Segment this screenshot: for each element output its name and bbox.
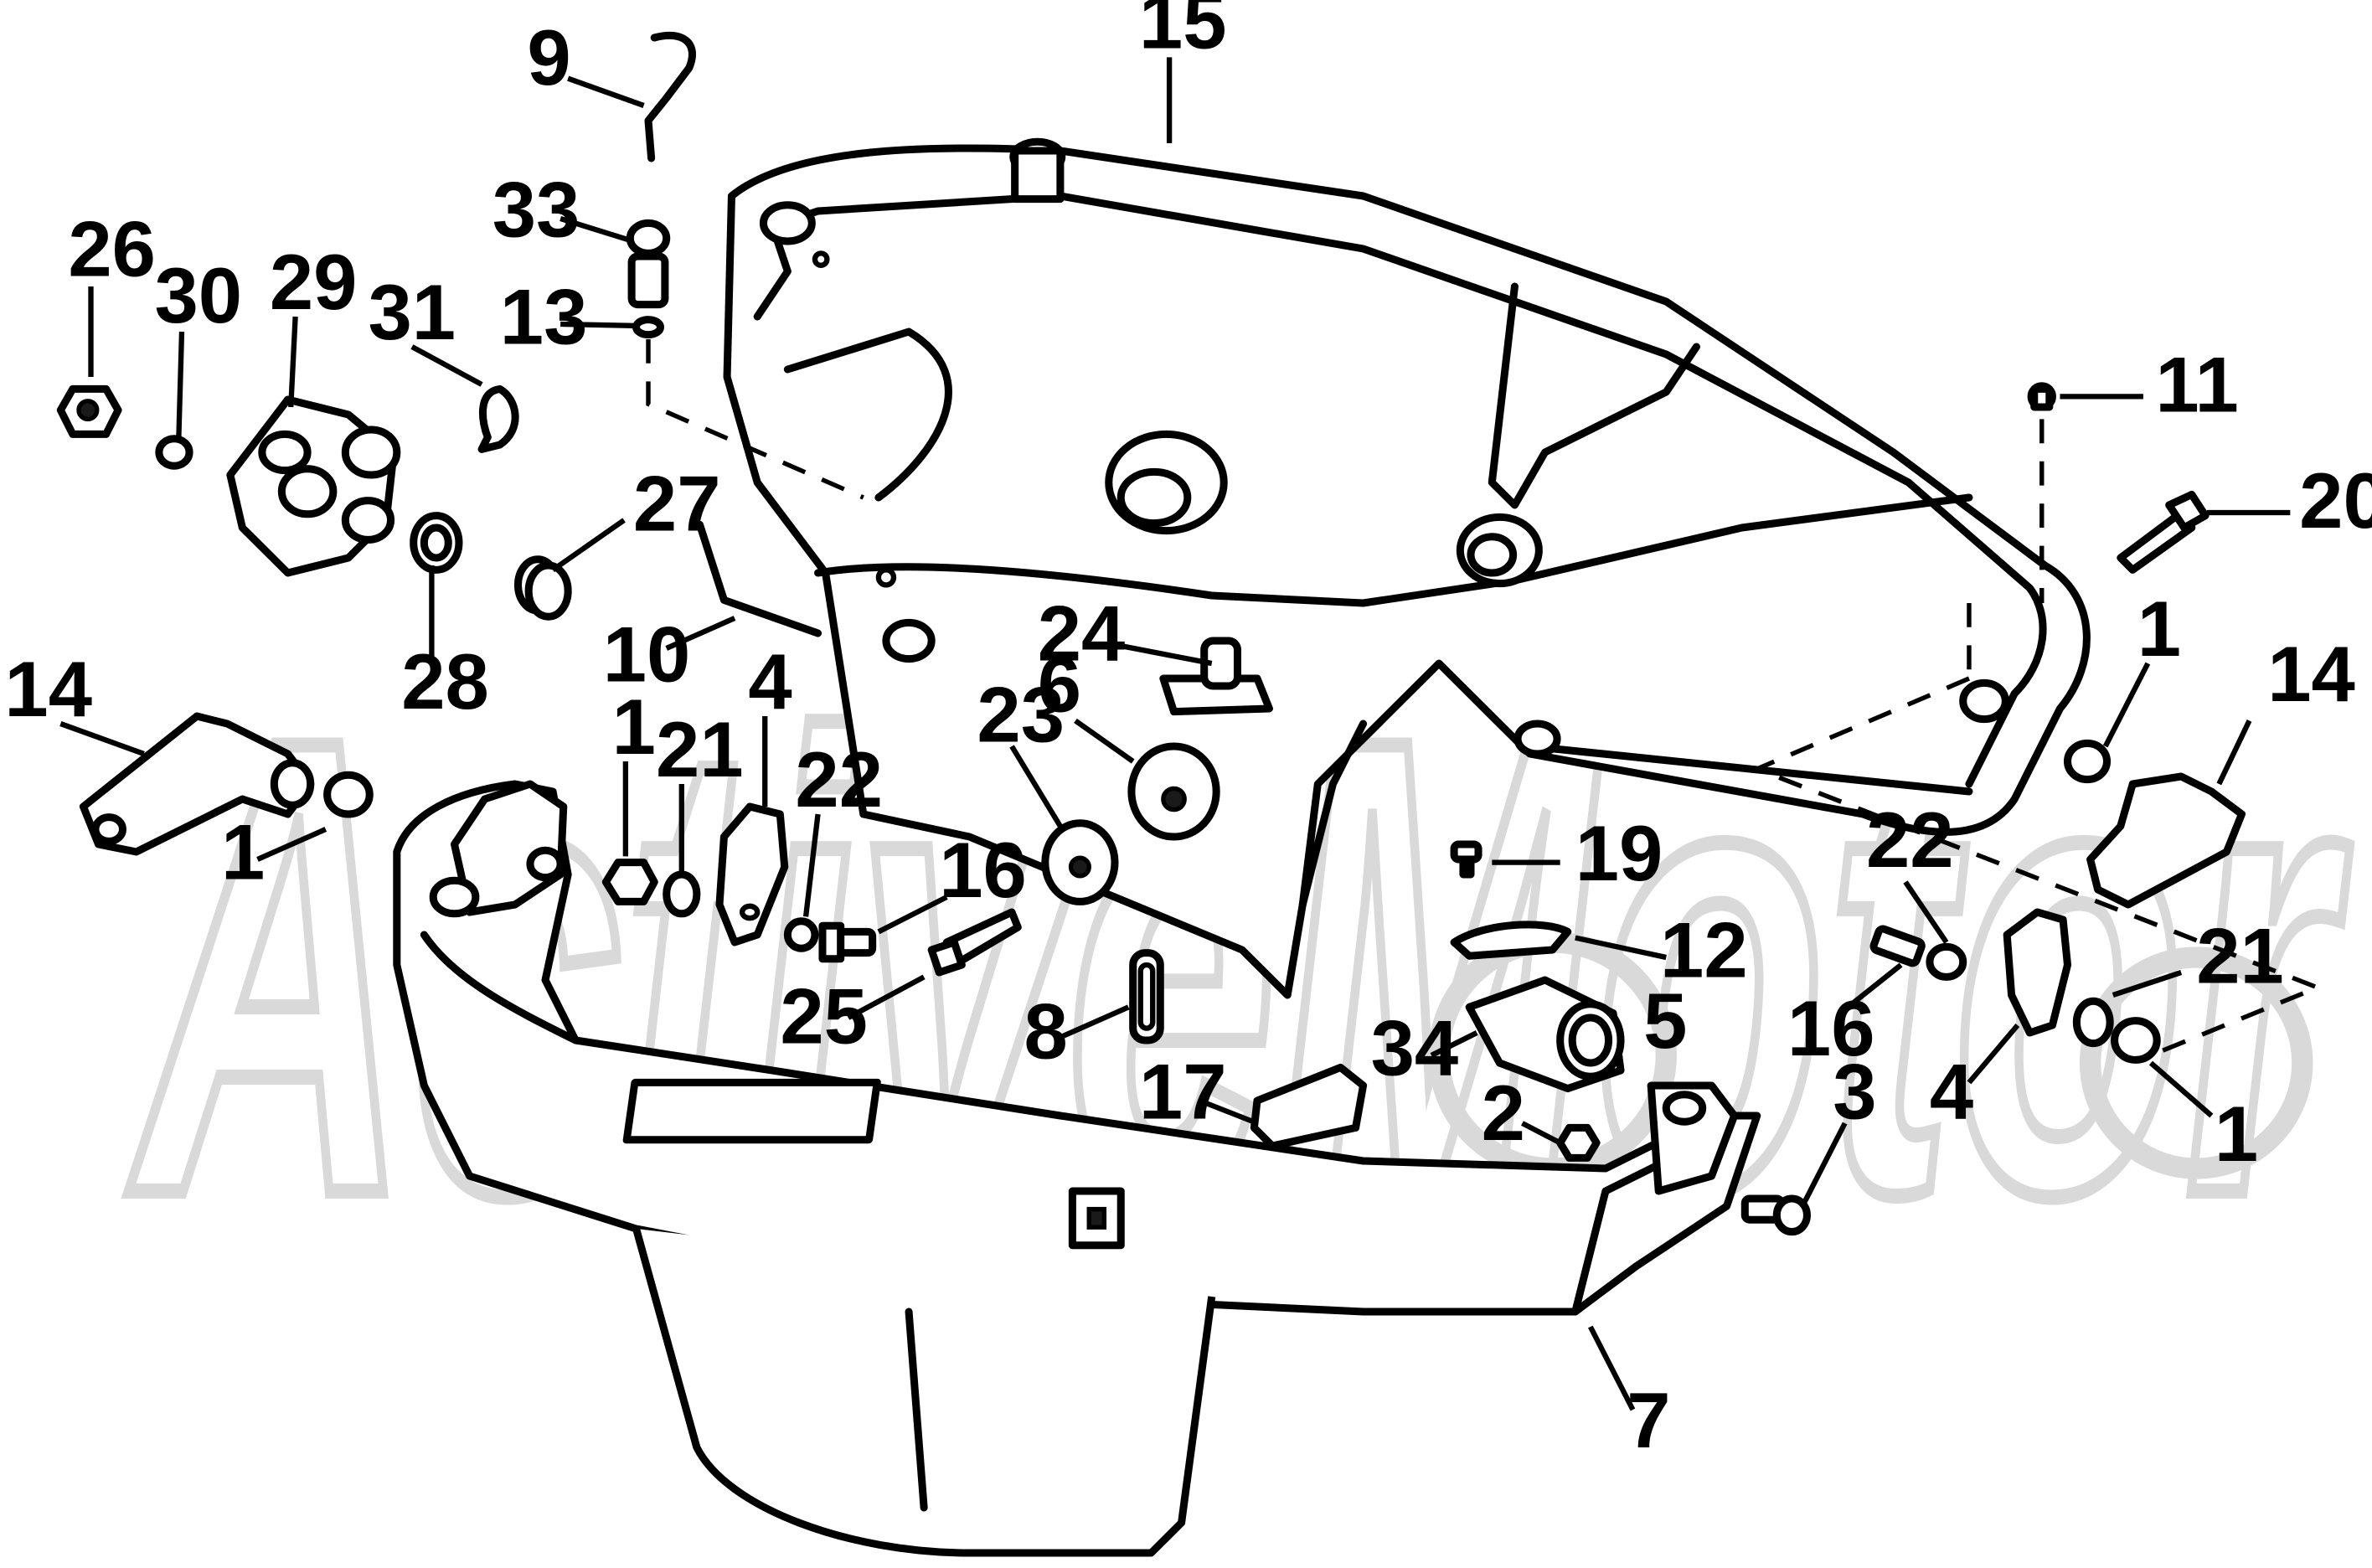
nut-2 (1556, 1123, 1601, 1162)
callout-6: 6 (1038, 641, 1081, 729)
callout-25: 25 (780, 972, 868, 1060)
callout-15: 15 (1139, 0, 1227, 65)
hose-9 (644, 31, 696, 162)
callout-5: 5 (1643, 977, 1687, 1065)
stud-25 (927, 908, 1022, 977)
callout-22-right: 22 (1866, 796, 1954, 884)
callout-26: 26 (68, 205, 156, 293)
callout-29: 29 (270, 238, 358, 326)
callout-1-left: 1 (221, 808, 265, 896)
callout-1-mid: 1 (612, 683, 656, 771)
bushing-1-upper-right (2063, 739, 2112, 784)
callout-22-left: 22 (795, 735, 883, 823)
leader-lines (59, 57, 2291, 1411)
upper-motor-cover (723, 137, 2091, 999)
callout-7: 7 (1627, 1376, 1670, 1464)
grommet-8 (1129, 949, 1164, 1044)
callout-3: 3 (1833, 1048, 1876, 1136)
callout-16-left: 16 (939, 826, 1027, 914)
callout-21-right: 21 (2196, 912, 2284, 1000)
callout-11: 11 (2155, 341, 2238, 429)
callout-1-lower-right: 1 (2215, 1090, 2258, 1178)
callout-13: 13 (500, 273, 588, 361)
assembly-dashed-lines (646, 339, 2324, 1058)
bolt-20 (2117, 490, 2210, 574)
screw-16-right (1869, 925, 1926, 967)
grommet-23 (1041, 819, 1119, 905)
plate-12 (1450, 921, 1572, 960)
callout-20: 20 (2299, 456, 2372, 544)
nut-1-mid (601, 859, 658, 905)
callout-9: 9 (527, 13, 570, 101)
washer-30 (155, 435, 193, 470)
lower-motor-cover (393, 780, 1761, 1557)
callout-12: 12 (1660, 906, 1748, 994)
callout-1-upper-right: 1 (2137, 585, 2181, 673)
callout-10: 10 (603, 611, 691, 699)
callout-4-right: 4 (1930, 1048, 1973, 1136)
bushing-1-lower-right (2111, 1017, 2161, 1064)
callout-8: 8 (1024, 988, 1067, 1075)
nut-26 (56, 384, 122, 438)
screw-16-left (818, 921, 877, 963)
callout-23: 23 (977, 671, 1065, 759)
wire-10 (695, 520, 822, 637)
o-ring-13 (632, 316, 664, 339)
callout-14-right: 14 (2267, 630, 2355, 718)
washer-21-left (663, 870, 701, 918)
fitting-11 (2027, 382, 2056, 411)
callout-17: 17 (1139, 1048, 1227, 1136)
callout-21-left: 21 (656, 705, 744, 793)
callout-4-left: 4 (748, 637, 792, 725)
callout-28: 28 (401, 637, 489, 725)
callout-27: 27 (633, 460, 721, 548)
latch-lever-14-left (79, 712, 315, 856)
washer-21-right (2072, 997, 2114, 1048)
bracket-4-right (2003, 908, 2072, 1037)
callout-labels: 15 9 33 13 26 30 29 31 11 20 27 28 10 14… (4, 0, 2372, 1464)
hose-clamp-28 (410, 512, 463, 574)
callout-30: 30 (154, 251, 242, 339)
bushing-1-left (323, 771, 374, 818)
latch-lever-14-right (2086, 772, 2246, 909)
clip-31 (477, 384, 519, 453)
valve-33 (626, 219, 671, 309)
intake-5-34 (1465, 976, 1625, 1093)
washer-22-right (1926, 942, 1967, 981)
screw-19 (1450, 840, 1482, 879)
bracket-4-left (715, 802, 789, 946)
callout-19: 19 (1575, 809, 1663, 897)
pad-17 (1250, 1063, 1368, 1150)
washer-22-left (783, 917, 819, 952)
fitting-29 (226, 395, 401, 577)
callout-24: 24 (1038, 590, 1126, 678)
spring-27 (513, 555, 572, 621)
bracket-24 (1159, 637, 1273, 716)
callout-33: 33 (492, 166, 580, 254)
callout-34: 34 (1371, 1004, 1459, 1092)
callout-16-right: 16 (1787, 984, 1875, 1072)
callout-14-left: 14 (4, 645, 92, 733)
callout-31: 31 (368, 268, 456, 356)
grommet-6 (1127, 742, 1220, 841)
callout-2: 2 (1482, 1069, 1525, 1157)
screw-3 (1740, 1194, 1811, 1236)
